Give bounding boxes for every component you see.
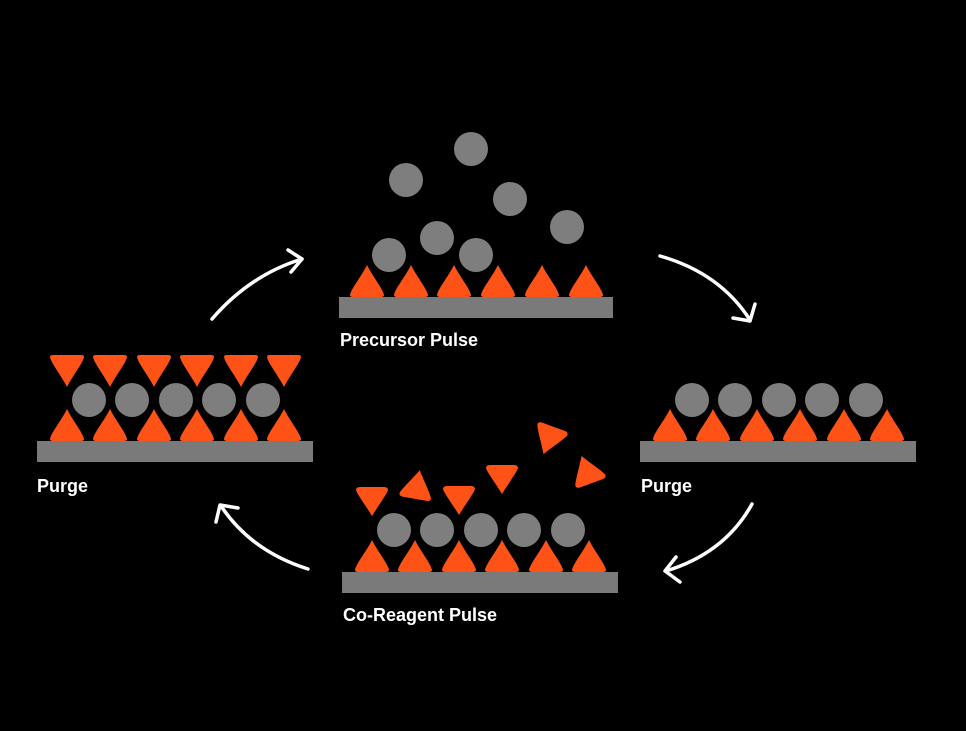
stage-label-coreagent: Co-Reagent Pulse: [343, 605, 498, 625]
purge-right-stage: [640, 383, 916, 462]
stage-label-purge-left: Purge: [37, 476, 89, 496]
precursor-monolayer: [72, 383, 280, 417]
arrow-bottom-to-left: [214, 503, 310, 571]
precursor-atoms: [372, 132, 584, 272]
substrate: [342, 572, 618, 593]
stage-label-purge-right: Purge: [641, 476, 693, 496]
substrate: [640, 441, 916, 462]
coreagent-molecules: [356, 421, 607, 516]
arrow-left-to-top: [210, 248, 304, 321]
cycle-arrows: [210, 248, 757, 584]
coreagent-pulse-stage: [342, 421, 618, 593]
stage-label-precursor: Precursor Pulse: [340, 330, 479, 350]
precursor-pulse-stage: [339, 132, 613, 318]
coreagent-layer: [50, 355, 301, 387]
precursor-monolayer: [377, 513, 585, 547]
precursor-monolayer: [675, 383, 883, 417]
substrate: [37, 441, 313, 462]
arrow-top-to-right: [658, 254, 757, 323]
substrate: [339, 297, 613, 318]
purge-left-stage: [37, 355, 313, 462]
arrow-right-to-bottom: [663, 502, 754, 584]
